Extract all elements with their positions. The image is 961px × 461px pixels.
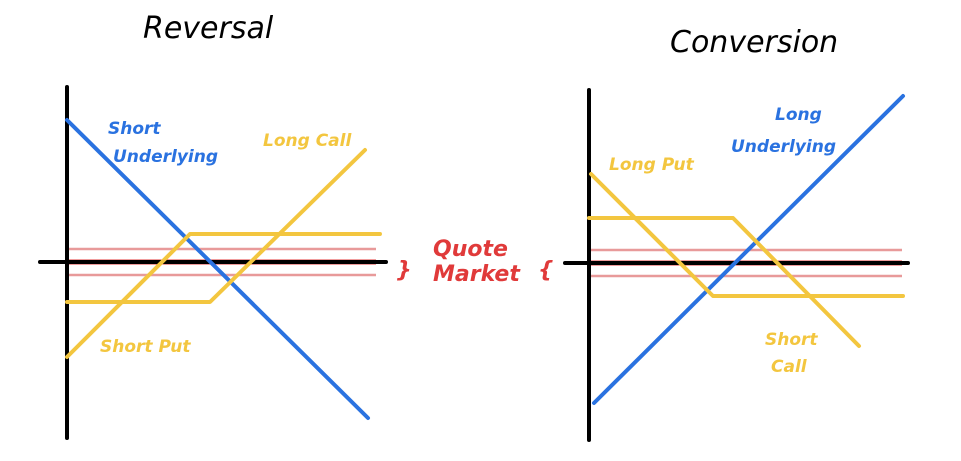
left-brace: { (538, 258, 554, 283)
quote-market-annotation: } Quote Market { (396, 237, 554, 287)
long-underlying-line (592, 94, 905, 405)
reversal-diagram: Reversal Short Underlying Long Call Shor… (38, 11, 388, 440)
conversion-diagram: Conversion Long Underlying Long Put Shor… (563, 25, 910, 442)
short-call-line (587, 216, 861, 348)
long-call-line (65, 148, 367, 304)
short-put-line (65, 232, 382, 359)
short-underlying-line (65, 118, 370, 420)
reversal-title: Reversal (143, 11, 274, 46)
long-put-label: Long Put (609, 155, 695, 175)
short-underlying-label: Short Underlying (108, 119, 218, 167)
long-call-label: Long Call (263, 131, 352, 151)
right-brace: } (396, 258, 412, 283)
short-put-label: Short Put (100, 337, 191, 357)
long-underlying-label: Long Underlying (731, 105, 836, 157)
quote-market-label: Quote Market (433, 237, 521, 287)
conversion-title: Conversion (670, 25, 838, 60)
short-call-label: Short Call (765, 330, 823, 377)
long-put-line (589, 172, 905, 298)
